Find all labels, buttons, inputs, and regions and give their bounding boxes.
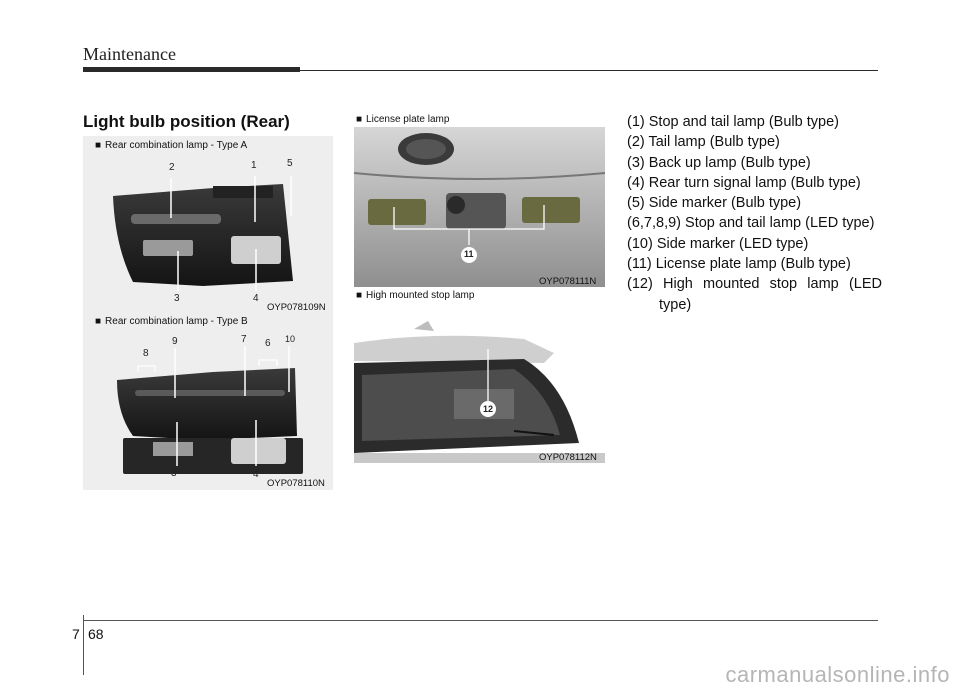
panel-type-b-caption: ■Rear combination lamp - Type B (95, 316, 248, 327)
panel-license-caption: ■License plate lamp (356, 114, 449, 125)
footer-vertical-rule (83, 615, 84, 675)
caption-text: License plate lamp (366, 114, 450, 125)
taillamp-type-b-illustration (117, 346, 303, 474)
footer-horizontal-rule (83, 620, 878, 621)
list-item: (11) License plate lamp (Bulb type) (627, 256, 851, 273)
panel-high-stop-caption: ■High mounted stop lamp (356, 290, 474, 301)
high-mounted-stop-lamp-photo (354, 303, 605, 463)
taillamp-type-a-illustration (113, 176, 293, 291)
bullet-square-icon: ■ (356, 290, 363, 301)
list-item: (3) Back up lamp (Bulb type) (627, 154, 811, 171)
callout-5: 5 (287, 158, 293, 169)
callout-9: 9 (172, 336, 178, 347)
panel-type-a-code: OYP078109N (267, 302, 326, 313)
callout-6: 6 (265, 338, 271, 349)
callout-7: 7 (241, 334, 247, 345)
callout-4: 4 (253, 469, 259, 480)
license-plate-lamp-photo (354, 127, 605, 287)
panel-license-code: OYP078111N (539, 276, 597, 287)
callout-10: 10 (285, 334, 296, 344)
bullet-square-icon: ■ (95, 316, 102, 327)
list-item: (12) High mounted stop lamp (LED type) (627, 276, 882, 313)
page-header-title: Maintenance (83, 44, 176, 64)
panel-high-stop-code: OYP078112N (539, 452, 597, 463)
callout-8: 8 (143, 348, 149, 359)
caption-text: High mounted stop lamp (366, 290, 475, 301)
callout-1: 1 (251, 160, 257, 171)
list-item: (4) Rear turn signal lamp (Bulb type) (627, 174, 861, 191)
chapter-number: 7 (72, 626, 80, 642)
page-number: 68 (88, 626, 104, 642)
callout-3: 3 (174, 293, 180, 304)
bullet-square-icon: ■ (356, 114, 363, 125)
callout-2: 2 (169, 162, 175, 173)
list-item: (5) Side marker (Bulb type) (627, 195, 802, 212)
caption-text: Rear combination lamp - Type A (105, 140, 248, 151)
bulb-list: (1) Stop and tail lamp (Bulb type) (2) T… (627, 112, 882, 315)
panel-type-a-caption: ■Rear combination lamp - Type A (95, 140, 247, 151)
list-item: (10) Side marker (LED type) (627, 235, 809, 252)
callout-4: 4 (253, 293, 259, 304)
list-item: (6,7,8,9) Stop and tail lamp (LED type) (627, 215, 875, 232)
caption-text: Rear combination lamp - Type B (105, 316, 248, 327)
panel-type-a: ■Rear combination lamp - Type A 2 1 5 3 … (83, 136, 333, 314)
section-title: Light bulb position (Rear) (83, 112, 290, 131)
header-bar (83, 67, 300, 72)
list-item: (2) Tail lamp (Bulb type) (627, 134, 780, 151)
callout-11: 11 (464, 249, 474, 259)
header-rule (300, 70, 878, 71)
list-item: (1) Stop and tail lamp (Bulb type) (627, 114, 839, 130)
watermark: carmanualsonline.info (725, 662, 950, 687)
callout-3: 3 (171, 468, 177, 479)
bullet-square-icon: ■ (95, 140, 102, 151)
callout-12: 12 (483, 404, 494, 414)
panel-type-b: ■Rear combination lamp - Type B 8 9 7 6 … (83, 314, 333, 490)
panel-type-b-code: OYP078110N (267, 478, 325, 489)
